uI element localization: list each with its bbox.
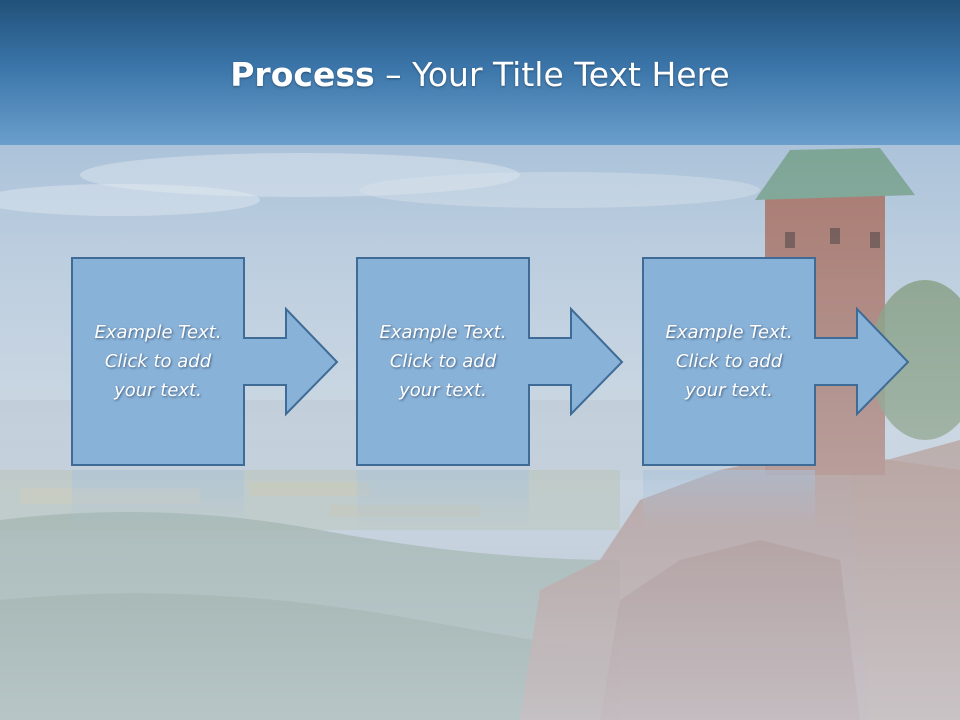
process-step-3-text[interactable]: Example Text. Click to add your text. [643, 258, 815, 464]
title-rest: – Your Title Text Here [374, 55, 730, 94]
process-step-1-label: Example Text. Click to add your text. [94, 321, 222, 401]
process-step-3-shape[interactable] [642, 257, 910, 466]
slide-title[interactable]: Process – Your Title Text Here [0, 52, 960, 98]
process-step-2-label: Example Text. Click to add your text. [379, 321, 507, 401]
process-step-3-label: Example Text. Click to add your text. [665, 321, 793, 401]
process-step-1-text[interactable]: Example Text. Click to add your text. [72, 258, 244, 464]
process-step-1-shape[interactable] [71, 257, 339, 466]
process-step-2-shape[interactable] [356, 257, 624, 466]
process-step-2-text[interactable]: Example Text. Click to add your text. [357, 258, 529, 464]
title-bold: Process [230, 55, 375, 94]
header-band [0, 0, 960, 145]
